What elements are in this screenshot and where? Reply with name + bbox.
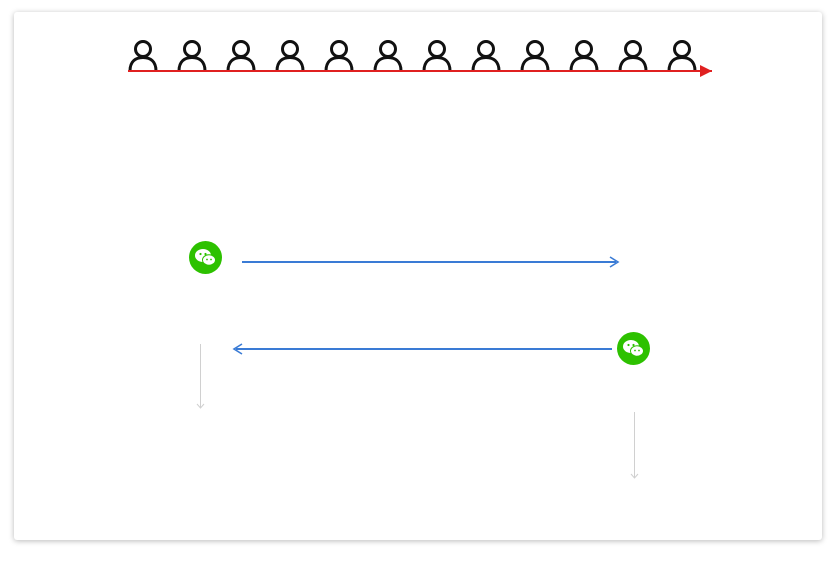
person-icon <box>275 40 305 72</box>
connector-right-head <box>630 473 639 479</box>
arrow-right-line <box>242 261 616 263</box>
connector-left-head <box>196 403 205 409</box>
person-icon <box>520 40 550 72</box>
arrow-left-head <box>232 343 243 355</box>
strength-arrow-head <box>700 65 712 77</box>
person-icon <box>177 40 207 72</box>
person-icon <box>226 40 256 72</box>
person-icon <box>324 40 354 72</box>
person-icon <box>618 40 648 72</box>
person-icon <box>471 40 501 72</box>
diagram-card <box>14 12 822 540</box>
connector-right <box>634 412 635 478</box>
arrow-left-line <box>236 348 612 350</box>
person-icon <box>373 40 403 72</box>
person-icon <box>422 40 452 72</box>
wechat-icon <box>189 241 222 274</box>
strength-arrow-line <box>128 70 712 72</box>
connector-left <box>200 344 201 408</box>
person-icon <box>667 40 697 72</box>
person-icon <box>128 40 158 72</box>
wechat-icon <box>617 332 650 365</box>
person-icon <box>569 40 599 72</box>
arrow-right-head <box>609 256 620 268</box>
